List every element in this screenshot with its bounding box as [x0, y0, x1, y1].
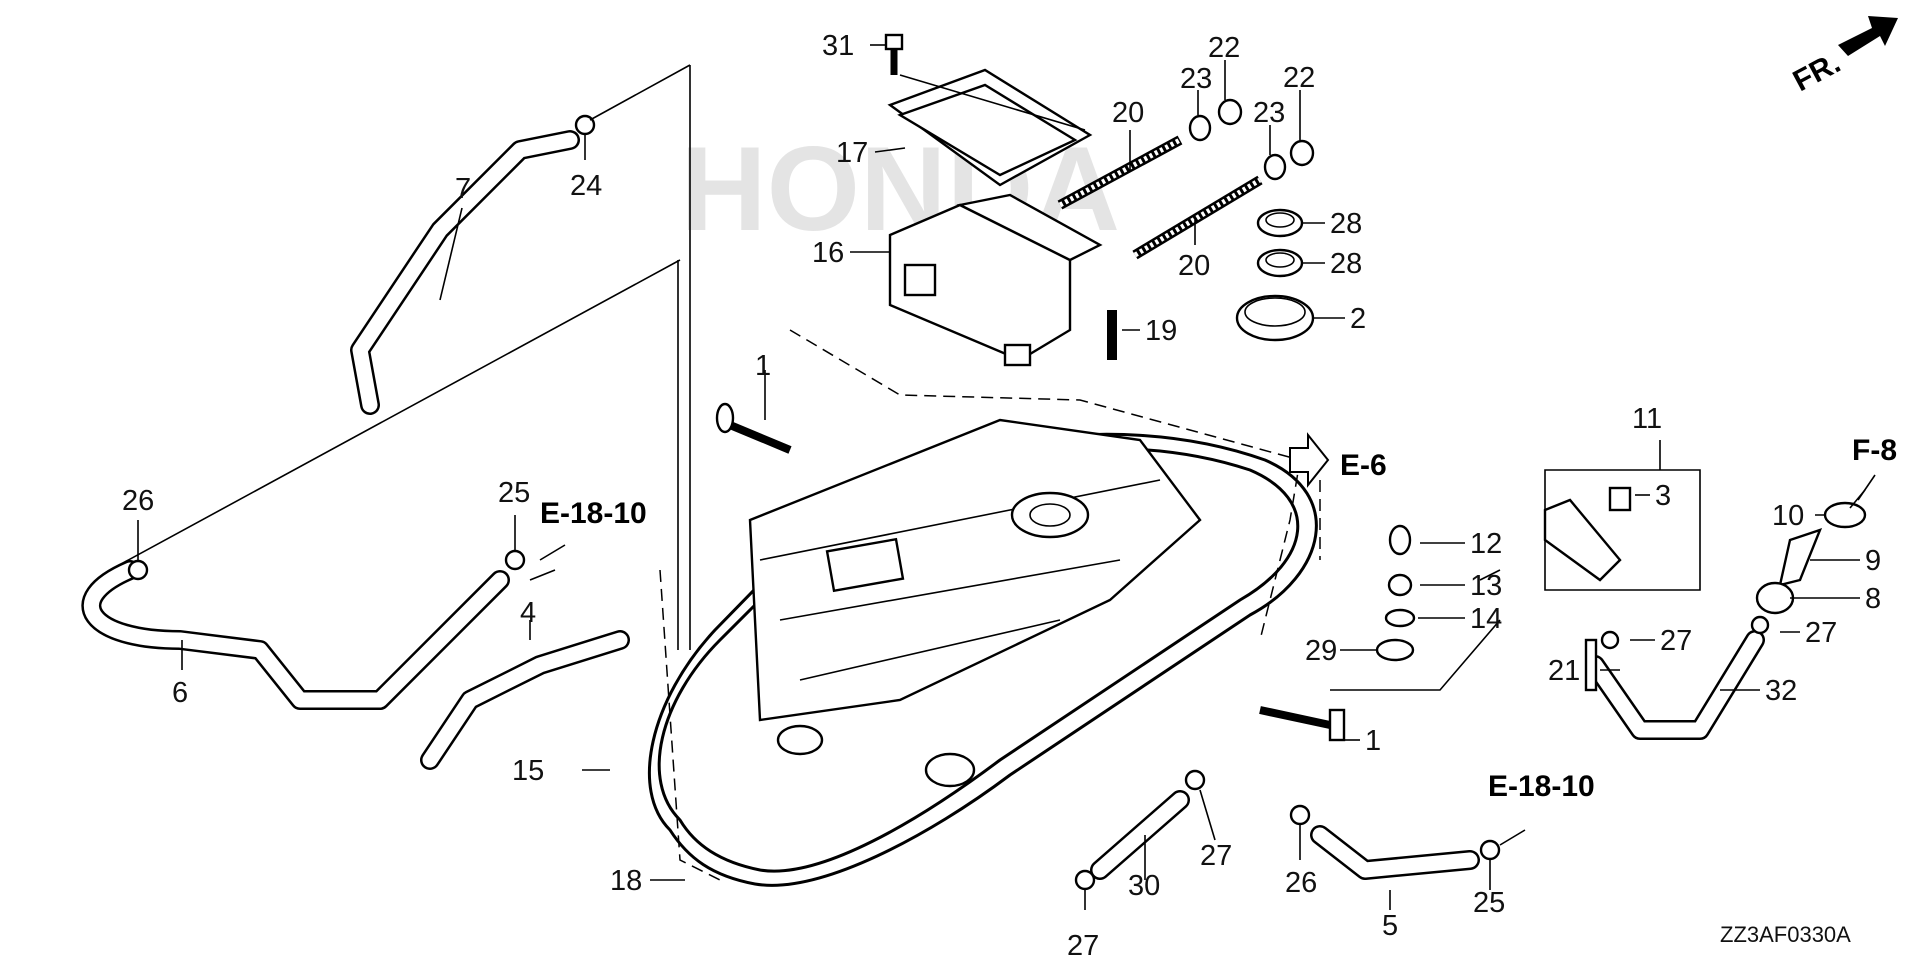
bolt-31	[884, 33, 904, 75]
callout-26: 26	[122, 485, 154, 517]
front-arrow-icon	[1838, 16, 1898, 56]
washers	[1188, 98, 1315, 181]
callout-18: 18	[610, 865, 642, 897]
leader-lines	[109, 44, 1866, 910]
ref-e18-10-right[interactable]: E-18-10	[1488, 770, 1595, 803]
callout-25: 25	[498, 477, 530, 509]
seals	[1235, 208, 1315, 342]
oil-case-body	[648, 418, 1318, 887]
callout-11: 11	[1632, 403, 1662, 435]
callout-32: 32	[1765, 675, 1797, 707]
ref-e18-10-left[interactable]: E-18-10	[540, 497, 647, 530]
ref-arrow-icon	[539, 544, 566, 561]
callout-17: 17	[836, 137, 868, 169]
callout-2: 2	[1350, 303, 1366, 335]
callout-5: 5	[1382, 910, 1398, 942]
callout-4: 4	[520, 597, 536, 629]
ref-e6[interactable]: E-6	[1340, 449, 1387, 482]
callout-7: 7	[455, 173, 471, 205]
callout-19: 19	[1145, 315, 1177, 347]
callout-13: 13	[1470, 570, 1502, 602]
callout-22: 22	[1283, 62, 1315, 94]
callout-24: 24	[570, 170, 602, 202]
callout-6: 6	[172, 677, 188, 709]
right-parts	[715, 402, 1867, 742]
callout-22: 22	[1208, 32, 1240, 64]
dashed-guides	[659, 329, 1321, 881]
callout-27: 27	[1805, 617, 1837, 649]
hoses	[81, 130, 1765, 880]
callout-30: 30	[1128, 870, 1160, 902]
callout-26: 26	[1285, 867, 1317, 899]
callout-9: 9	[1865, 545, 1881, 577]
front-label: FR.	[1788, 46, 1846, 98]
callout-31: 31	[822, 30, 854, 62]
ref-arrow-icon	[1499, 829, 1526, 846]
callout-10: 10	[1772, 500, 1804, 532]
callout-21: 21	[1548, 655, 1580, 687]
callout-28: 28	[1330, 248, 1362, 280]
diagram-code: ZZ3AF0330A	[1720, 922, 1851, 947]
ref-e6-arrow-icon	[1289, 432, 1330, 488]
callout-25: 25	[1473, 887, 1505, 919]
callout-28: 28	[1330, 208, 1362, 240]
callout-15: 15	[512, 755, 544, 787]
callout-8: 8	[1865, 583, 1881, 615]
callout-16: 16	[812, 237, 844, 269]
callout-20: 20	[1112, 97, 1144, 129]
callout-20: 20	[1178, 250, 1210, 282]
hose-clamps	[127, 114, 1770, 891]
front-indicator: FR.	[1788, 16, 1898, 98]
callout-1: 1	[1365, 725, 1381, 757]
callout-27: 27	[1067, 930, 1099, 960]
callout-14: 14	[1470, 603, 1502, 635]
callout-29: 29	[1305, 635, 1337, 667]
callout-1: 1	[755, 350, 771, 382]
stud-bolts	[1057, 135, 1263, 360]
ref-arrow-icon	[1857, 474, 1876, 501]
mount-block	[888, 193, 1103, 367]
callout-23: 23	[1253, 97, 1285, 129]
ref-f8[interactable]: F-8	[1852, 434, 1897, 467]
callout-23: 23	[1180, 63, 1212, 95]
callout-3: 3	[1655, 480, 1671, 512]
callout-27: 27	[1660, 625, 1692, 657]
callout-27: 27	[1200, 840, 1232, 872]
cover-plate	[887, 68, 1093, 187]
callout-12: 12	[1470, 528, 1502, 560]
